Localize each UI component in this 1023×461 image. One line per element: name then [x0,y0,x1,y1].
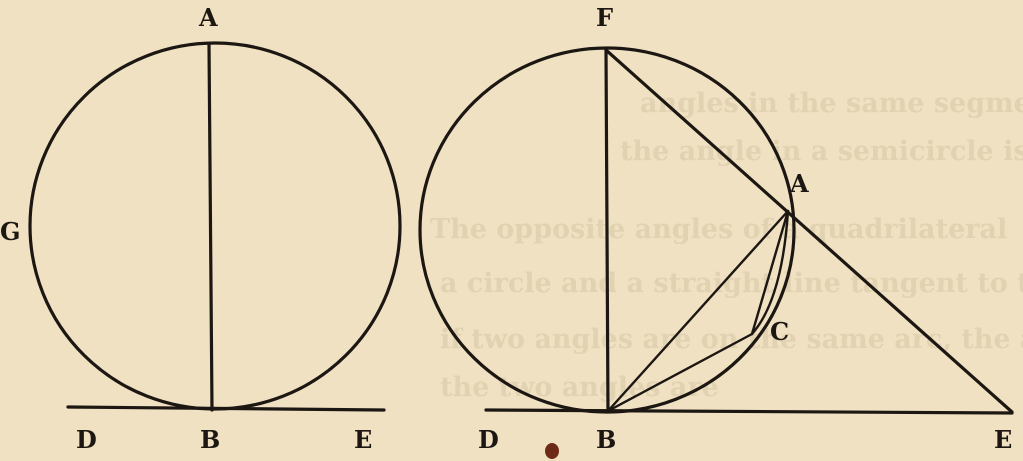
bleed-through-text: angles in the same segment are equal. th… [430,88,1023,403]
bleed-line-3: The opposite angles of a quadrilateral [430,214,1007,245]
arc-ac-inner [750,209,790,336]
bleed-line-2: the angle in a semicircle is a right ang… [620,136,1023,167]
segment-cb [606,332,754,413]
left-label-b: B [200,425,220,454]
left-label-g: G [0,217,21,246]
segment-ac [750,209,790,336]
right-label-d: D [478,425,499,454]
left-label-e: E [354,425,372,454]
bleed-line-1: angles in the same segment are equal. [640,88,1023,119]
left-tangent-de [66,405,386,412]
left-figure: A G D B E [0,3,402,454]
right-label-f: F [596,3,613,32]
right-label-c: C [770,317,789,346]
right-figure: F A C D B E [418,3,1014,454]
ink-blot [545,443,559,459]
left-diameter-ab [207,42,214,412]
left-label-a: A [198,3,218,32]
right-label-e: E [994,425,1012,454]
right-diameter-fb [604,48,610,414]
left-label-d: D [76,425,97,454]
right-label-b: B [596,425,616,454]
left-circle [28,41,402,411]
right-tangent-de [484,408,1014,415]
right-label-a: A [789,169,809,198]
bleed-line-5: if two angles are on the same arc, the a… [440,324,1023,355]
secant-fae [604,48,1014,414]
chord-ab [606,209,790,413]
